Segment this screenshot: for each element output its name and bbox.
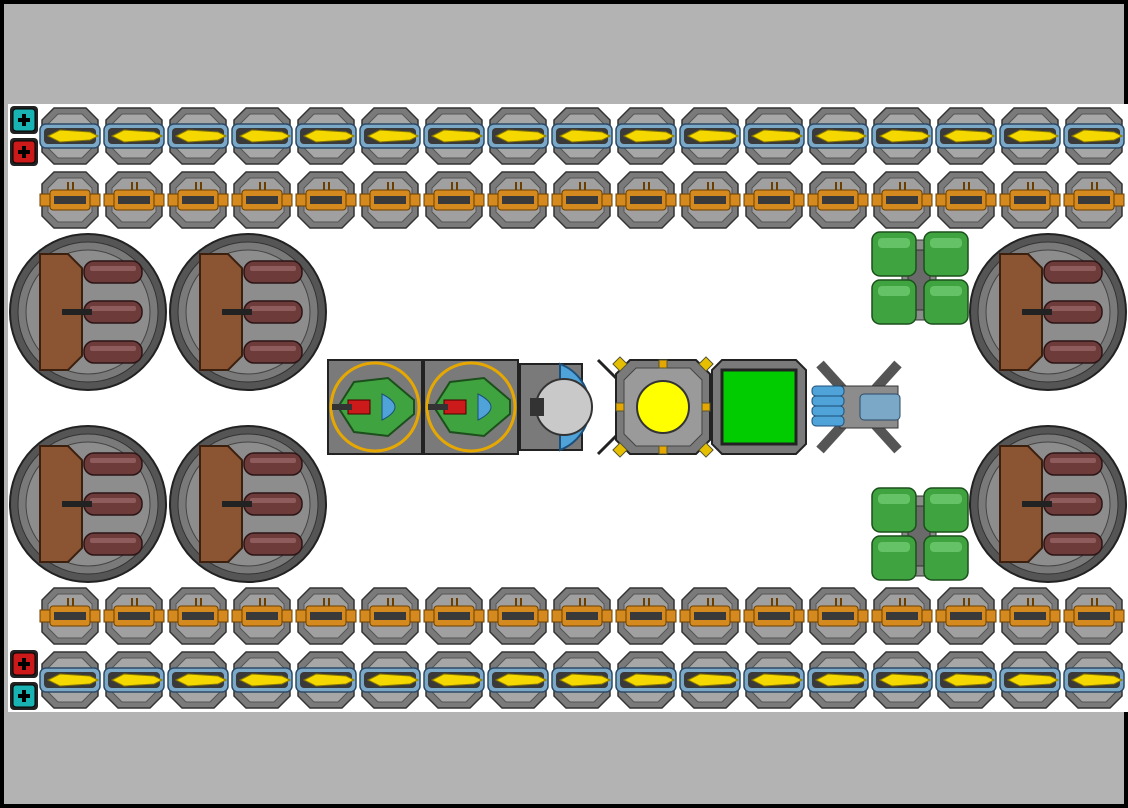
- laser-turret[interactable]: [999, 107, 1061, 165]
- cannon-turret[interactable]: [743, 587, 805, 645]
- laser-turret[interactable]: [999, 651, 1061, 709]
- cannon-turret[interactable]: [39, 587, 101, 645]
- laser-turret[interactable]: [551, 107, 613, 165]
- missile-launcher[interactable]: [9, 425, 167, 583]
- cannon-turret[interactable]: [679, 171, 741, 229]
- shield-generator[interactable]: [519, 358, 618, 456]
- missile-launcher[interactable]: [169, 233, 327, 391]
- green-fighter-bay[interactable]: [423, 359, 519, 455]
- laser-turret[interactable]: [39, 651, 101, 709]
- cannon-turret[interactable]: [423, 171, 485, 229]
- cannon-turret[interactable]: [871, 587, 933, 645]
- cannon-turret[interactable]: [487, 171, 549, 229]
- cannon-turret[interactable]: [39, 171, 101, 229]
- laser-turret[interactable]: [743, 107, 805, 165]
- laser-turret[interactable]: [1063, 651, 1125, 709]
- thruster[interactable]: [871, 487, 969, 581]
- laser-turret[interactable]: [871, 651, 933, 709]
- cannon-turret[interactable]: [615, 587, 677, 645]
- cannon-turret[interactable]: [551, 587, 613, 645]
- cannon-turret[interactable]: [423, 587, 485, 645]
- laser-turret[interactable]: [935, 107, 997, 165]
- thruster[interactable]: [871, 231, 969, 325]
- green-fighter-bay[interactable]: [327, 359, 423, 455]
- cannon-turret[interactable]: [551, 171, 613, 229]
- laser-turret[interactable]: [423, 107, 485, 165]
- cannon-turret[interactable]: [231, 587, 293, 645]
- teal-plus-icon[interactable]: [10, 106, 38, 134]
- laser-turret[interactable]: [359, 651, 421, 709]
- missile-launcher[interactable]: [969, 233, 1127, 391]
- teal-plus-icon[interactable]: [10, 682, 38, 710]
- laser-turret[interactable]: [359, 107, 421, 165]
- cannon-turret[interactable]: [103, 587, 165, 645]
- cannon-turret[interactable]: [743, 171, 805, 229]
- cannon-turret[interactable]: [167, 587, 229, 645]
- laser-turret[interactable]: [871, 107, 933, 165]
- laser-turret[interactable]: [231, 107, 293, 165]
- cannon-turret[interactable]: [679, 587, 741, 645]
- laser-turret[interactable]: [743, 651, 805, 709]
- red-plus-icon[interactable]: [10, 138, 38, 166]
- laser-turret[interactable]: [615, 107, 677, 165]
- laser-turret[interactable]: [487, 107, 549, 165]
- cannon-turret[interactable]: [807, 171, 869, 229]
- laser-turret[interactable]: [615, 651, 677, 709]
- cannon-turret[interactable]: [231, 171, 293, 229]
- laser-turret[interactable]: [807, 107, 869, 165]
- cannon-turret[interactable]: [359, 587, 421, 645]
- red-plus-icon[interactable]: [10, 650, 38, 678]
- cannon-turret[interactable]: [295, 587, 357, 645]
- blue-engine[interactable]: [811, 360, 902, 454]
- cannon-turret[interactable]: [103, 171, 165, 229]
- ship-build-area[interactable]: [8, 104, 1128, 712]
- laser-turret[interactable]: [39, 107, 101, 165]
- laser-turret[interactable]: [103, 107, 165, 165]
- cannon-turret[interactable]: [295, 171, 357, 229]
- laser-turret[interactable]: [679, 107, 741, 165]
- missile-launcher[interactable]: [969, 425, 1127, 583]
- cannon-turret[interactable]: [871, 171, 933, 229]
- laser-turret[interactable]: [487, 651, 549, 709]
- laser-turret[interactable]: [679, 651, 741, 709]
- reactor-core[interactable]: [612, 356, 714, 458]
- laser-turret[interactable]: [1063, 107, 1125, 165]
- cannon-turret[interactable]: [999, 587, 1061, 645]
- laser-turret[interactable]: [167, 651, 229, 709]
- cannon-turret[interactable]: [167, 171, 229, 229]
- command-module[interactable]: [711, 359, 807, 455]
- cannon-turret[interactable]: [1063, 587, 1125, 645]
- laser-turret[interactable]: [231, 651, 293, 709]
- laser-turret[interactable]: [295, 107, 357, 165]
- cannon-turret[interactable]: [807, 587, 869, 645]
- laser-turret[interactable]: [295, 651, 357, 709]
- laser-turret[interactable]: [935, 651, 997, 709]
- missile-launcher[interactable]: [169, 425, 327, 583]
- laser-turret[interactable]: [551, 651, 613, 709]
- cannon-turret[interactable]: [1063, 171, 1125, 229]
- laser-turret[interactable]: [167, 107, 229, 165]
- missile-launcher[interactable]: [9, 233, 167, 391]
- laser-turret[interactable]: [807, 651, 869, 709]
- laser-turret[interactable]: [423, 651, 485, 709]
- cannon-turret[interactable]: [487, 587, 549, 645]
- cannon-turret[interactable]: [615, 171, 677, 229]
- cannon-turret[interactable]: [935, 171, 997, 229]
- ship-canvas: [9, 106, 1127, 710]
- cannon-turret[interactable]: [359, 171, 421, 229]
- cannon-turret[interactable]: [935, 587, 997, 645]
- cannon-turret[interactable]: [999, 171, 1061, 229]
- laser-turret[interactable]: [103, 651, 165, 709]
